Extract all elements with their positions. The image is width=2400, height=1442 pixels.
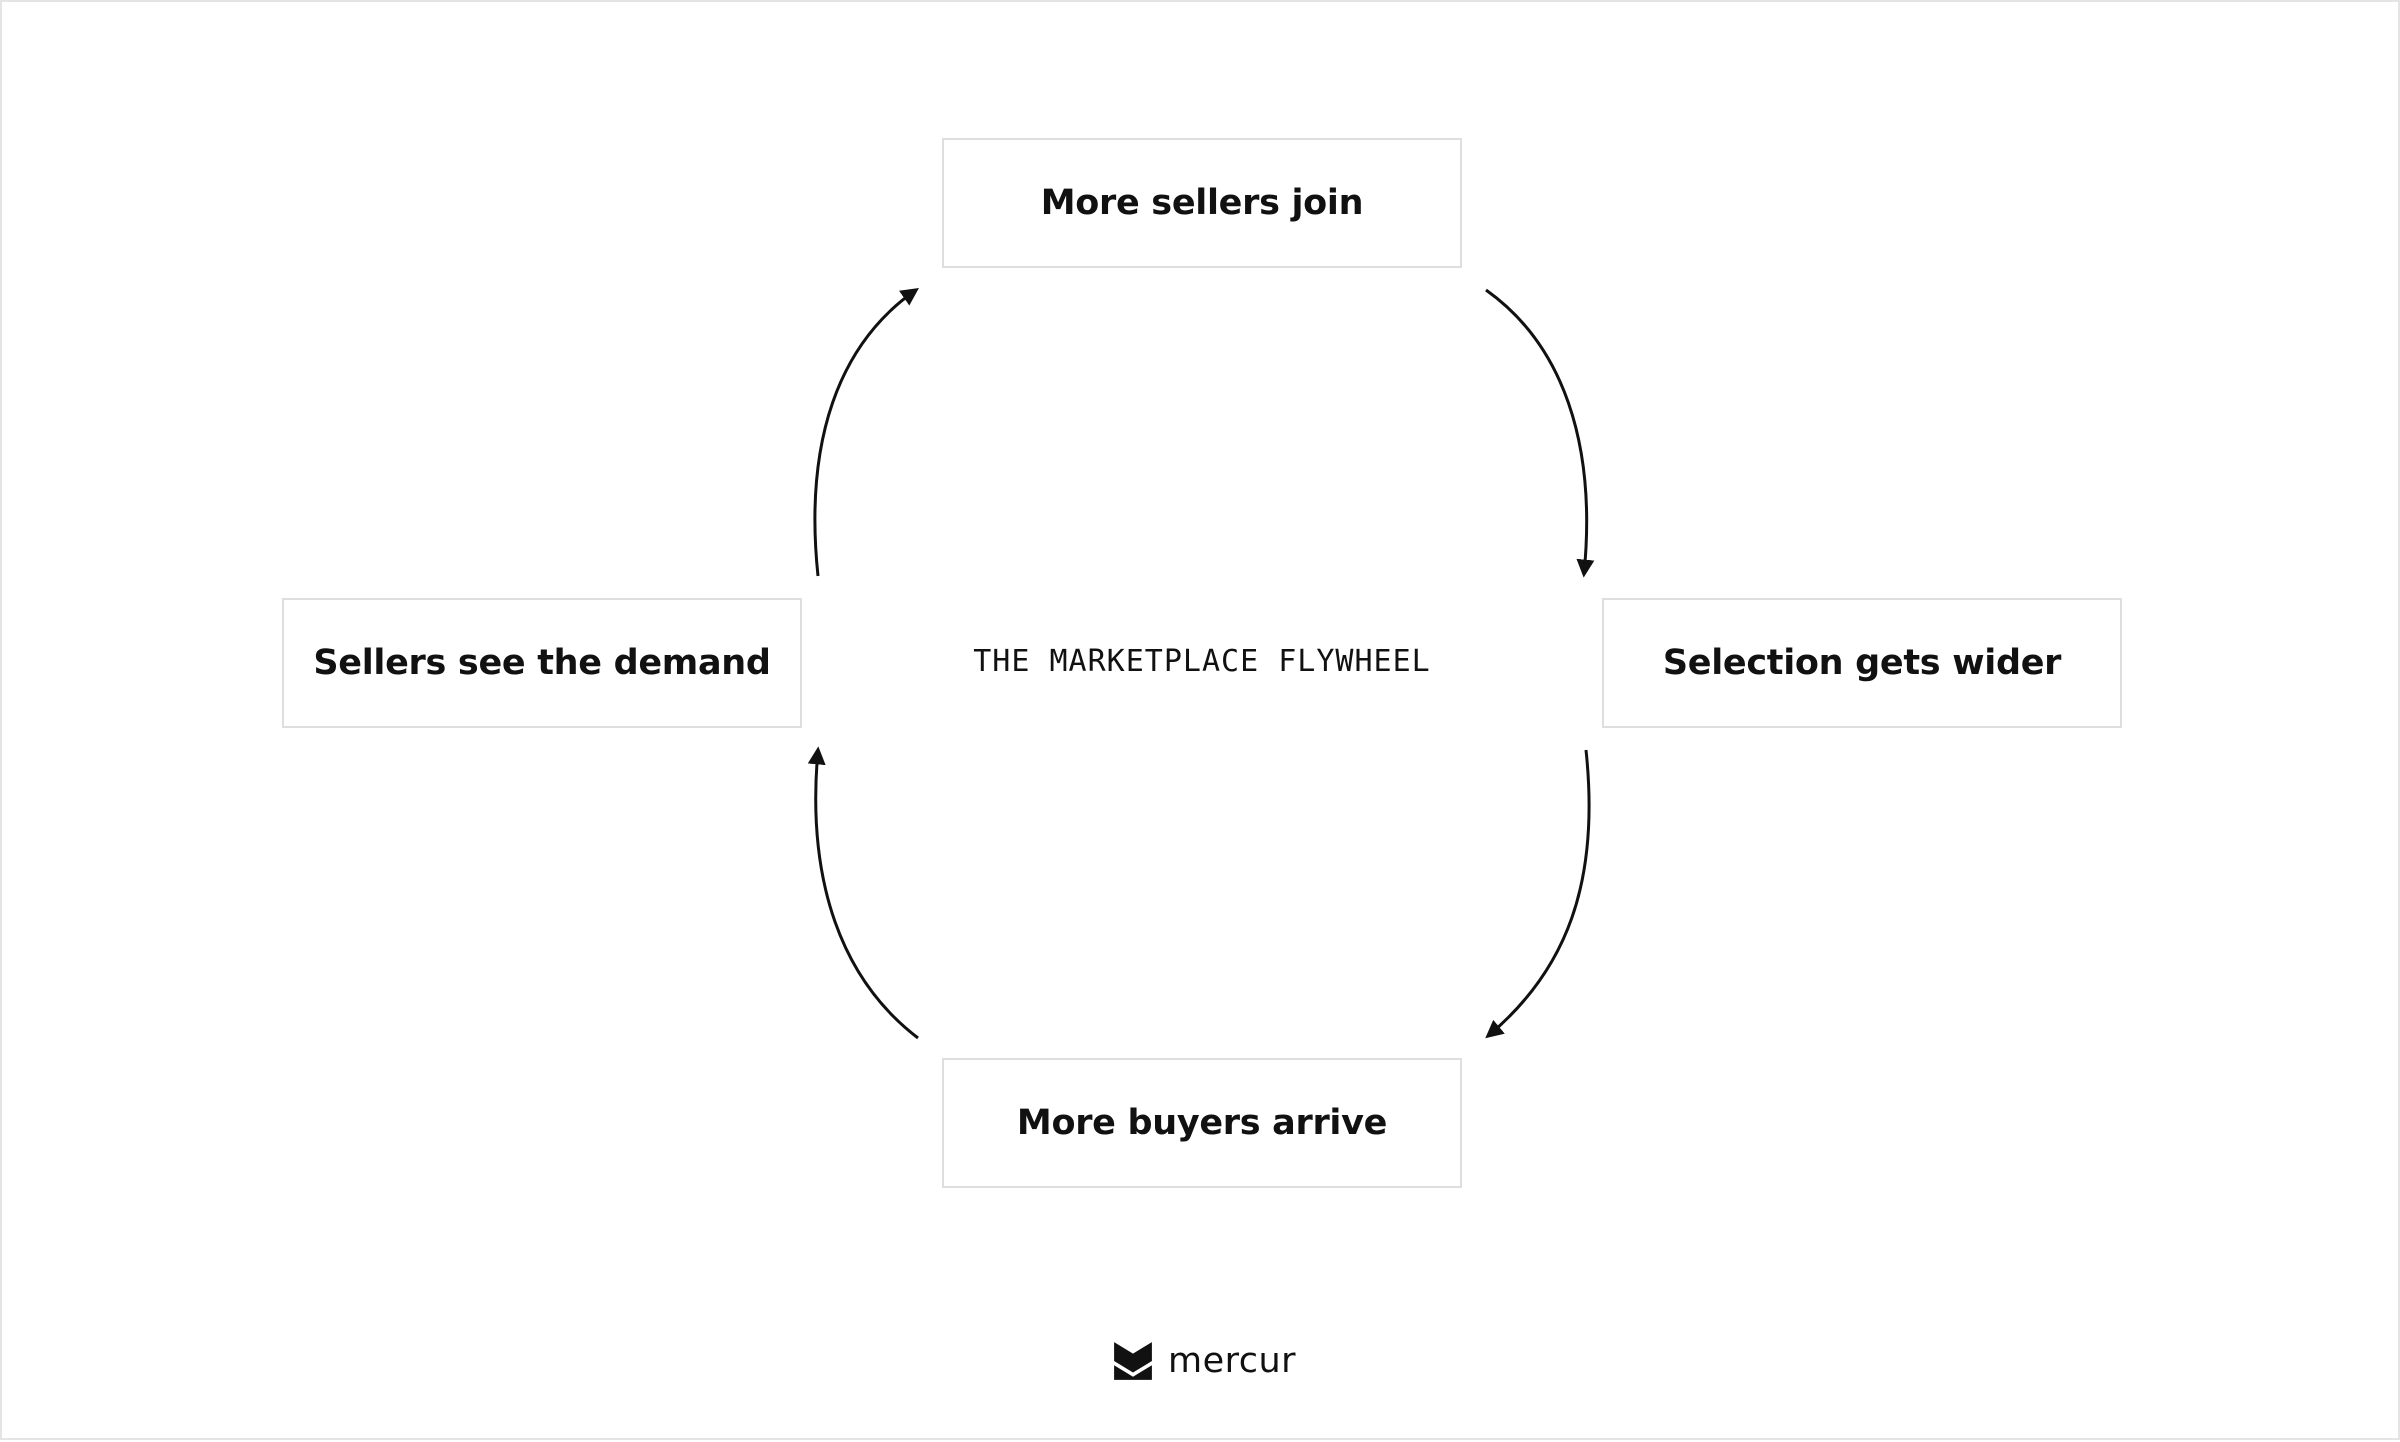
mercur-logo-icon	[1114, 1342, 1152, 1380]
mercur-logo: mercur	[1112, 1336, 1296, 1386]
node-selection-gets-wider: Selection gets wider	[1602, 598, 2122, 728]
arrow-left-to-top	[813, 287, 919, 577]
logo-wordmark: mercur	[1168, 1341, 1297, 1381]
node-label: More sellers join	[1040, 183, 1364, 223]
arrow-right-to-bottom	[1485, 749, 1591, 1039]
center-title: THE MARKETPLACE FLYWHEEL	[973, 644, 1431, 679]
node-more-sellers-join: More sellers join	[942, 138, 1462, 268]
node-label: More buyers arrive	[1016, 1103, 1388, 1143]
node-sellers-see-the-demand: Sellers see the demand	[282, 598, 802, 728]
node-label: Selection gets wider	[1662, 643, 2062, 683]
node-label: Sellers see the demand	[313, 643, 771, 683]
arrow-bottom-to-left	[807, 746, 919, 1040]
arrow-top-to-right	[1485, 288, 1595, 578]
node-more-buyers-arrive: More buyers arrive	[942, 1058, 1462, 1188]
